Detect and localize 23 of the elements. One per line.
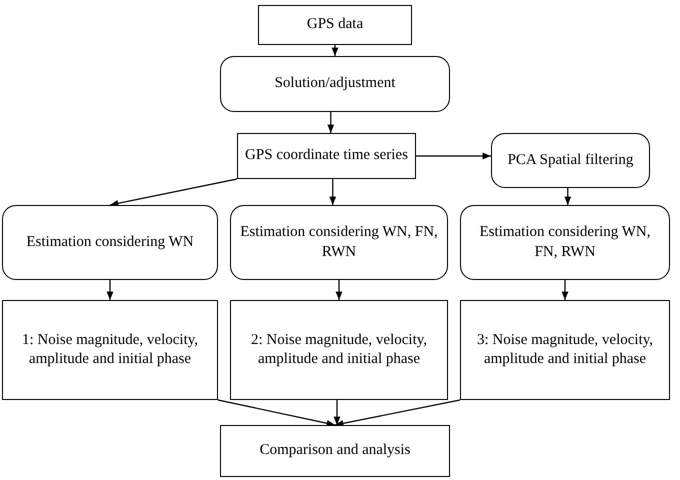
arrow xyxy=(327,112,334,133)
arrow xyxy=(329,179,336,205)
rounded-process-box: Solution/adjustment xyxy=(220,56,450,112)
process-box: 2: Noise magnitude, velocity, amplitude and initial phase xyxy=(230,300,448,400)
rounded-process-box: PCA Spatial filtering xyxy=(491,133,650,188)
arrow xyxy=(110,178,238,207)
rounded-process-box: Estimation considering WN, FN, RWN xyxy=(230,205,448,280)
arrow xyxy=(106,280,114,300)
arrow xyxy=(416,152,491,160)
arrow xyxy=(218,399,336,427)
process-box: GPS data xyxy=(258,5,412,45)
process-box: 3: Noise magnitude, velocity, amplitude and initial phase xyxy=(460,300,670,400)
process-box: GPS coordinate time series xyxy=(237,133,416,179)
arrow xyxy=(564,188,572,205)
arrow xyxy=(336,280,342,300)
process-box: 1: Noise magnitude, velocity, amplitude and initial phase xyxy=(2,300,218,400)
arrow xyxy=(334,399,460,427)
process-box: Comparison and analysis xyxy=(220,425,450,477)
arrow xyxy=(332,45,338,56)
rounded-process-box: Estimation considering WN, FN, RWN xyxy=(460,205,670,280)
rounded-process-box: Estimation considering WN xyxy=(2,205,218,280)
arrow xyxy=(562,280,568,300)
arrow xyxy=(334,400,340,425)
